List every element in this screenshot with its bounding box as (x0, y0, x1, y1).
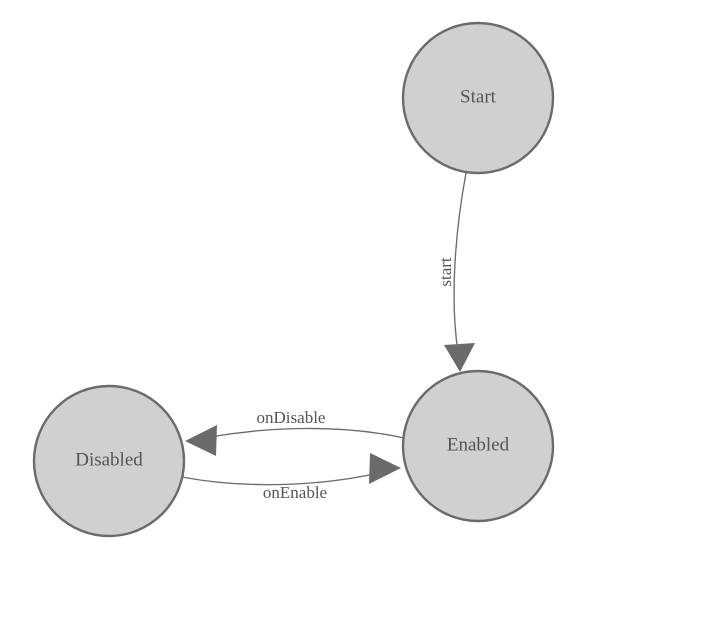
edge-label-on-enable: onEnable (263, 483, 327, 502)
state-node-disabled-label: Disabled (75, 449, 143, 470)
state-node-disabled[interactable]: Disabled (32, 384, 186, 538)
state-node-start[interactable]: Start (401, 21, 555, 175)
state-node-enabled-circle (401, 369, 555, 523)
edge-start-to-enabled[interactable]: start (436, 172, 475, 372)
edge-enabled-to-disabled-arrowhead (185, 425, 217, 456)
edge-label-on-disable: onDisable (257, 408, 326, 427)
edge-disabled-to-enabled-path (181, 473, 375, 486)
edge-start-to-enabled-arrowhead (444, 343, 475, 372)
state-node-enabled[interactable]: Enabled (401, 369, 555, 523)
edge-label-start: start (436, 257, 455, 287)
state-node-start-label: Start (460, 86, 497, 107)
edge-enabled-to-disabled-path (209, 427, 405, 439)
state-node-disabled-circle (32, 384, 186, 538)
edge-enabled-to-disabled[interactable]: onDisable (185, 408, 405, 456)
state-node-start-circle (401, 21, 555, 175)
edge-disabled-to-enabled[interactable]: onEnable (181, 453, 401, 502)
state-node-enabled-label: Enabled (447, 434, 510, 455)
edge-disabled-to-enabled-arrowhead (369, 453, 401, 484)
edge-start-to-enabled-path (453, 172, 467, 353)
